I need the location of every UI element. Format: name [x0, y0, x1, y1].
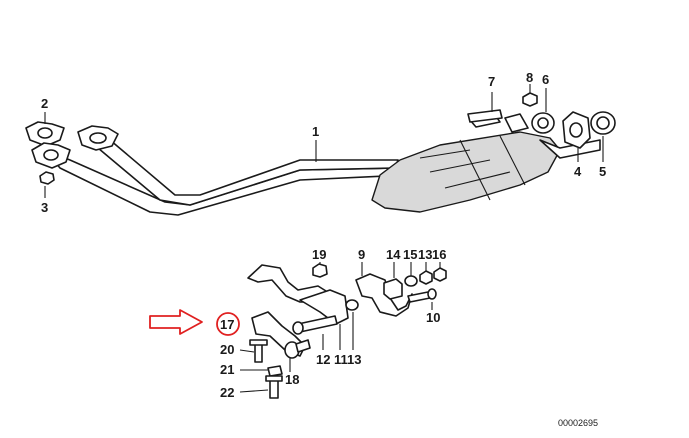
callout-18: 18: [285, 372, 299, 387]
nut-19: [312, 263, 328, 278]
rear-connection-parts: [467, 92, 616, 149]
callout-1: 1: [312, 124, 319, 139]
callout-9: 9: [358, 247, 365, 262]
callout-15: 15: [403, 247, 417, 262]
washer-15: [404, 275, 418, 287]
nut-16: [433, 267, 447, 282]
callout-17: 17: [220, 317, 234, 332]
nut-8: [522, 92, 538, 107]
callout-3: 3: [41, 200, 48, 215]
callout-8: 8: [526, 70, 533, 85]
exhaust-pipe-assembly: [25, 113, 601, 216]
hanger-assembly: [247, 263, 447, 399]
callout-13: 13: [347, 352, 361, 367]
bolt-10: [407, 291, 431, 303]
washer-21: [267, 365, 283, 377]
callout-22: 22: [220, 385, 234, 400]
highlight-arrow-icon: [149, 309, 203, 335]
callout-13b: 13: [418, 247, 432, 262]
callout-6: 6: [542, 72, 549, 87]
washer-13: [345, 299, 359, 311]
callout-11: 11: [334, 352, 348, 367]
callout-10: 10: [426, 310, 440, 325]
callout-19: 19: [312, 247, 326, 262]
catalog-number: 00002695: [558, 418, 598, 428]
callout-14: 14: [386, 247, 401, 262]
callout-16: 16: [432, 247, 446, 262]
callouts: 1 2 3 4 5 6 7 8 9 10 11 12 13 14 15 13 1…: [41, 70, 606, 400]
bolt-7: [467, 109, 503, 123]
hex-nut: [39, 171, 55, 185]
catalytic-converter: [371, 131, 561, 213]
bracket-11: [299, 289, 349, 325]
highlight-marker: [149, 309, 240, 336]
rubber-mount-14: [383, 278, 403, 300]
callout-20: 20: [220, 342, 234, 357]
highlight-circle: [216, 312, 240, 336]
callout-5: 5: [599, 164, 606, 179]
callout-2: 2: [41, 96, 48, 111]
nut-13b: [419, 270, 433, 285]
callout-21: 21: [220, 362, 234, 377]
leader-lines: [44, 84, 604, 393]
callout-12: 12: [316, 352, 330, 367]
callout-4: 4: [574, 164, 582, 179]
callout-7: 7: [488, 74, 495, 89]
